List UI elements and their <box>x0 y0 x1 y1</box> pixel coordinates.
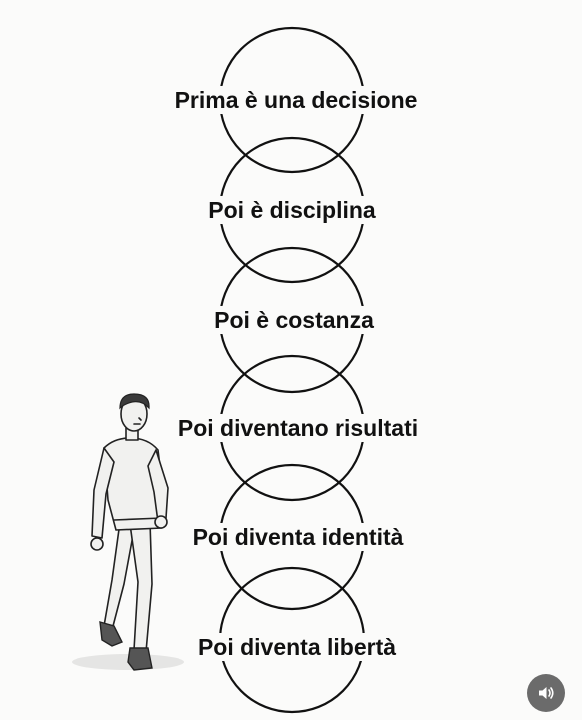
figure-sweater-hem <box>113 517 163 521</box>
sound-toggle-button[interactable] <box>527 674 565 712</box>
speaker-volume-icon <box>539 687 554 699</box>
figure-back-shoe <box>99 621 123 647</box>
figure-right-hand <box>154 515 168 529</box>
label-bg-2 <box>198 196 386 224</box>
label-bg-4 <box>166 414 430 442</box>
step-label-2: Poi è disciplina <box>208 197 376 223</box>
figure-back-leg <box>103 521 135 631</box>
figure-nose <box>138 417 142 421</box>
rings-group <box>218 26 366 714</box>
label-backgrounds <box>160 86 432 661</box>
walking-man-illustration <box>72 393 184 671</box>
figure-left-arm <box>91 447 115 539</box>
step-label-4: Poi diventano risultati <box>178 415 418 441</box>
step-label-1: Prima è una decisione <box>175 87 418 113</box>
step-label-5: Poi diventa identità <box>193 524 404 550</box>
figure-left-hand <box>90 537 104 551</box>
step-label-3: Poi è costanza <box>214 307 374 333</box>
figure-hair <box>119 393 150 410</box>
step-label-6: Poi diventa libertà <box>198 634 396 660</box>
step-labels: Prima è una decisione Poi è disciplina P… <box>175 87 419 660</box>
figure-front-shoe <box>127 647 153 671</box>
label-bg-5 <box>178 523 418 551</box>
label-bg-3 <box>206 306 382 334</box>
label-bg-6 <box>184 633 410 661</box>
figure-front-leg <box>129 521 153 653</box>
label-bg-1 <box>160 86 432 114</box>
